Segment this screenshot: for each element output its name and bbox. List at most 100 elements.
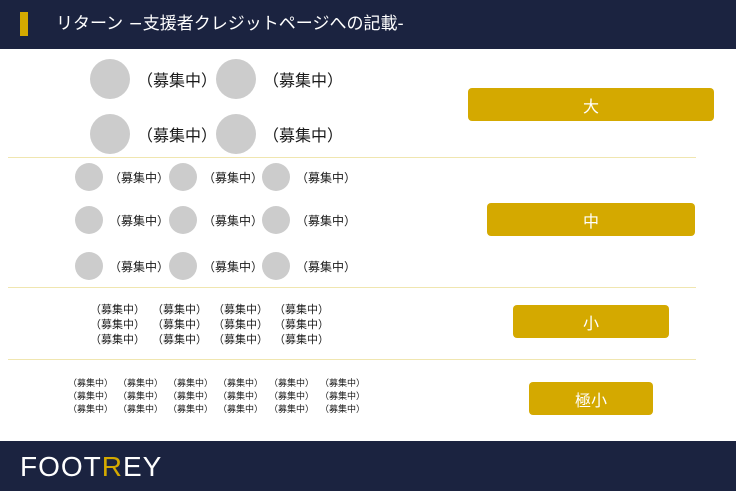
sponsor-slot-label: （募集中） — [90, 318, 145, 331]
sponsor-slot: （募集中） — [274, 301, 329, 317]
sponsor-slot: （募集中） — [90, 316, 145, 332]
sponsor-slot: （募集中） — [218, 389, 263, 402]
sponsor-slot-label: （募集中） — [203, 213, 264, 228]
sponsor-slot-label: （募集中） — [68, 392, 114, 402]
sponsor-slot: （募集中） — [218, 376, 263, 389]
sponsor-slot-label: （募集中） — [320, 405, 366, 415]
title-accent-bar — [20, 12, 28, 36]
sponsor-slot: （募集中） — [75, 206, 169, 234]
page-title: リターン −支援者クレジットページへの記載- — [56, 14, 404, 34]
sponsor-slot: （募集中） — [262, 252, 356, 280]
sponsor-slot-label: （募集中） — [274, 333, 329, 346]
sponsor-slot: （募集中） — [213, 331, 268, 347]
tier-small-badge: 小 — [513, 305, 669, 338]
sponsor-slot: （募集中） — [90, 301, 145, 317]
sponsor-slot-label: （募集中） — [68, 405, 114, 415]
sponsor-slot-label: （募集中） — [152, 318, 207, 331]
divider — [8, 287, 696, 288]
sponsor-slot-label: （募集中） — [218, 379, 264, 389]
sponsor-slot-label: （募集中） — [263, 126, 344, 145]
sponsor-slot-label: （募集中） — [152, 333, 207, 346]
sponsor-slot: （募集中） — [152, 331, 207, 347]
sponsor-slot-label: （募集中） — [137, 126, 218, 145]
sponsor-slot: （募集中） — [152, 316, 207, 332]
sponsor-slot: （募集中） — [168, 402, 213, 415]
sponsor-slot: （募集中） — [269, 376, 314, 389]
sponsor-slot: （募集中） — [118, 376, 163, 389]
sponsor-slot-label: （募集中） — [90, 333, 145, 346]
logo-text-accent: R — [101, 451, 123, 482]
sponsor-slot-label: （募集中） — [218, 405, 264, 415]
divider — [8, 157, 696, 158]
sponsor-slot-label: （募集中） — [118, 392, 164, 402]
logo-text-suffix: EY — [123, 451, 163, 482]
sponsor-slot: （募集中） — [68, 402, 113, 415]
sponsor-slot-label: （募集中） — [213, 303, 268, 316]
sponsor-slot-label: （募集中） — [320, 379, 366, 389]
sponsor-slot-label: （募集中） — [137, 71, 218, 90]
sponsor-slot: （募集中） — [274, 331, 329, 347]
header: リターン −支援者クレジットページへの記載- — [0, 0, 736, 49]
tier-large-badge: 大 — [468, 88, 714, 121]
sponsor-slot: （募集中） — [320, 402, 365, 415]
sponsor-slot: （募集中） — [68, 376, 113, 389]
sponsor-slot: （募集中） — [169, 252, 263, 280]
avatar-placeholder — [75, 163, 103, 191]
sponsor-slot: （募集中） — [168, 376, 213, 389]
sponsor-slot-label: （募集中） — [109, 170, 170, 185]
sponsor-slot: （募集中） — [169, 163, 263, 191]
logo-text-prefix: FOOT — [20, 451, 102, 482]
sponsor-slot: （募集中） — [262, 163, 356, 191]
sponsor-slot-label: （募集中） — [320, 392, 366, 402]
footrey-logo: FOOTREY — [20, 451, 162, 483]
sponsor-slot: （募集中） — [118, 402, 163, 415]
sponsor-slot: （募集中） — [75, 163, 169, 191]
sponsor-slot: （募集中） — [75, 252, 169, 280]
sponsor-slot-label: （募集中） — [168, 379, 214, 389]
sponsor-slot-label: （募集中） — [168, 405, 214, 415]
sponsor-slot: （募集中） — [262, 206, 356, 234]
avatar-placeholder — [90, 114, 130, 154]
sponsor-slot-label: （募集中） — [203, 259, 264, 274]
sponsor-slot: （募集中） — [168, 389, 213, 402]
sponsor-slot: （募集中） — [218, 402, 263, 415]
sponsor-slot-label: （募集中） — [213, 333, 268, 346]
avatar-placeholder — [262, 163, 290, 191]
sponsor-slot: （募集中） — [90, 59, 217, 99]
avatar-placeholder — [169, 163, 197, 191]
avatar-placeholder — [90, 59, 130, 99]
sponsor-slot-label: （募集中） — [90, 303, 145, 316]
footer: FOOTREY — [0, 441, 736, 491]
sponsor-slot: （募集中） — [90, 331, 145, 347]
avatar-placeholder — [216, 59, 256, 99]
sponsor-slot: （募集中） — [169, 206, 263, 234]
avatar-placeholder — [262, 206, 290, 234]
avatar-placeholder — [262, 252, 290, 280]
sponsor-slot: （募集中） — [320, 376, 365, 389]
sponsor-slot-label: （募集中） — [213, 318, 268, 331]
sponsor-slot: （募集中） — [320, 389, 365, 402]
sponsor-slot-label: （募集中） — [68, 379, 114, 389]
sponsor-slot: （募集中） — [68, 389, 113, 402]
sponsor-slot: （募集中） — [152, 301, 207, 317]
sponsor-slot: （募集中） — [216, 59, 343, 99]
avatar-placeholder — [75, 252, 103, 280]
sponsor-slot-label: （募集中） — [274, 303, 329, 316]
sponsor-slot: （募集中） — [269, 389, 314, 402]
avatar-placeholder — [216, 114, 256, 154]
sponsor-slot: （募集中） — [213, 316, 268, 332]
sponsor-slot-label: （募集中） — [296, 259, 357, 274]
sponsor-slot-label: （募集中） — [109, 259, 170, 274]
sponsor-slot: （募集中） — [90, 114, 217, 154]
sponsor-slot-label: （募集中） — [218, 392, 264, 402]
avatar-placeholder — [75, 206, 103, 234]
avatar-placeholder — [169, 252, 197, 280]
sponsor-slot-label: （募集中） — [263, 71, 344, 90]
sponsor-slot: （募集中） — [269, 402, 314, 415]
tier-xsmall-badge: 極小 — [529, 382, 653, 415]
avatar-placeholder — [169, 206, 197, 234]
sponsor-slot: （募集中） — [216, 114, 343, 154]
sponsor-slot-label: （募集中） — [296, 213, 357, 228]
tier-medium-badge: 中 — [487, 203, 695, 236]
sponsor-slot-label: （募集中） — [269, 379, 315, 389]
